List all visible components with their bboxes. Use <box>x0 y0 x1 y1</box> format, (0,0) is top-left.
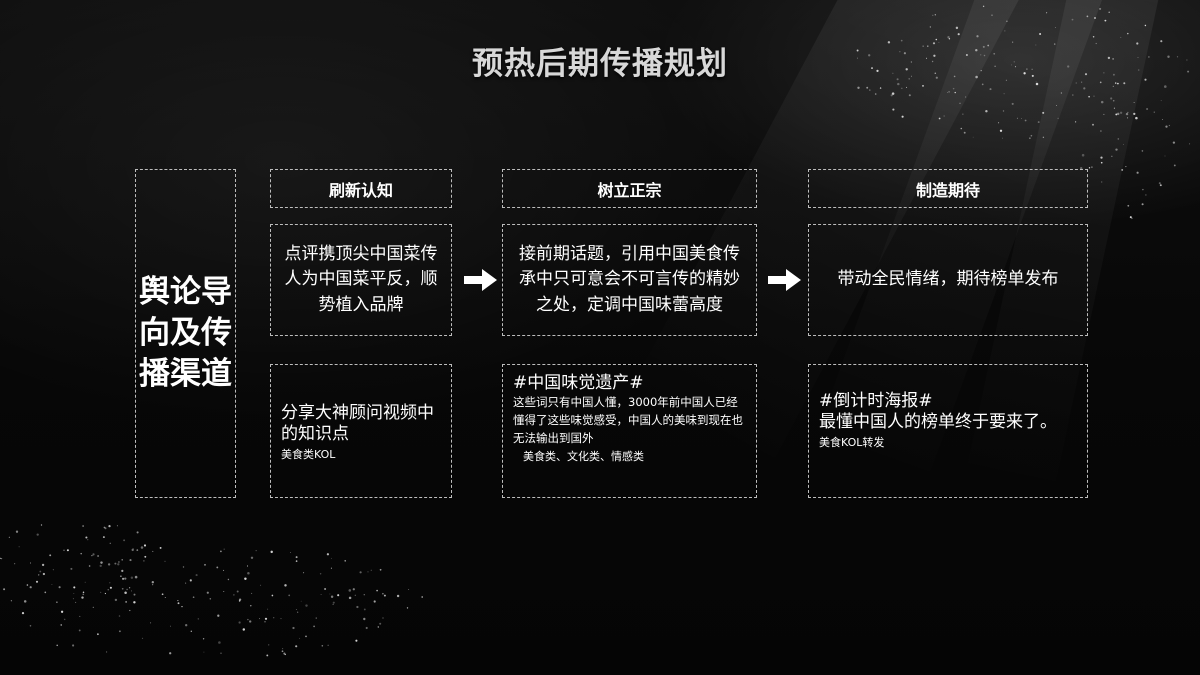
left-label-box: 舆论导向及传播渠道 <box>135 169 236 498</box>
column-header-1: 刷新认知 <box>270 169 452 208</box>
column-detail-3: #倒计时海报# 最懂中国人的榜单终于要来了。 美食KOL转发 <box>808 364 1088 498</box>
column-detail-1: 分享大神顾问视频中的知识点 美食类KOL <box>270 364 452 498</box>
detail-body-2: 这些词只有中国人懂，3000年前中国人已经懂得了这些味觉感受，中国人的美味到现在… <box>513 395 743 445</box>
detail-tags-2: 美食类、文化类、情感类 <box>523 449 644 463</box>
right-arrow-icon <box>464 269 497 291</box>
left-label-text: 舆论导向及传播渠道 <box>139 273 232 393</box>
detail-hashtag-3: #倒计时海报# <box>819 391 933 411</box>
page-title: 预热后期传播规划 <box>472 46 728 82</box>
column-detail-2: #中国味觉遗产# 这些词只有中国人懂，3000年前中国人已经懂得了这些味觉感受，… <box>502 364 757 498</box>
column-summary-3: 带动全民情绪，期待榜单发布 <box>808 224 1088 336</box>
detail-hashtag-2: #中国味觉遗产# <box>513 373 644 393</box>
column-header-3: 制造期待 <box>808 169 1088 208</box>
detail-main-1: 分享大神顾问视频中的知识点 <box>281 403 434 445</box>
column-summary-1: 点评携顶尖中国菜传人为中国菜平反，顺势植入品牌 <box>270 224 452 336</box>
column-summary-2: 接前期话题，引用中国美食传承中只可意会不可言传的精妙之处，定调中国味蕾高度 <box>502 224 757 336</box>
right-arrow-icon <box>768 269 801 291</box>
detail-tags-3: 美食KOL转发 <box>819 435 885 449</box>
detail-main-3: 最懂中国人的榜单终于要来了。 <box>819 412 1057 433</box>
column-header-2: 树立正宗 <box>502 169 757 208</box>
detail-tags-1: 美食类KOL <box>281 447 336 461</box>
